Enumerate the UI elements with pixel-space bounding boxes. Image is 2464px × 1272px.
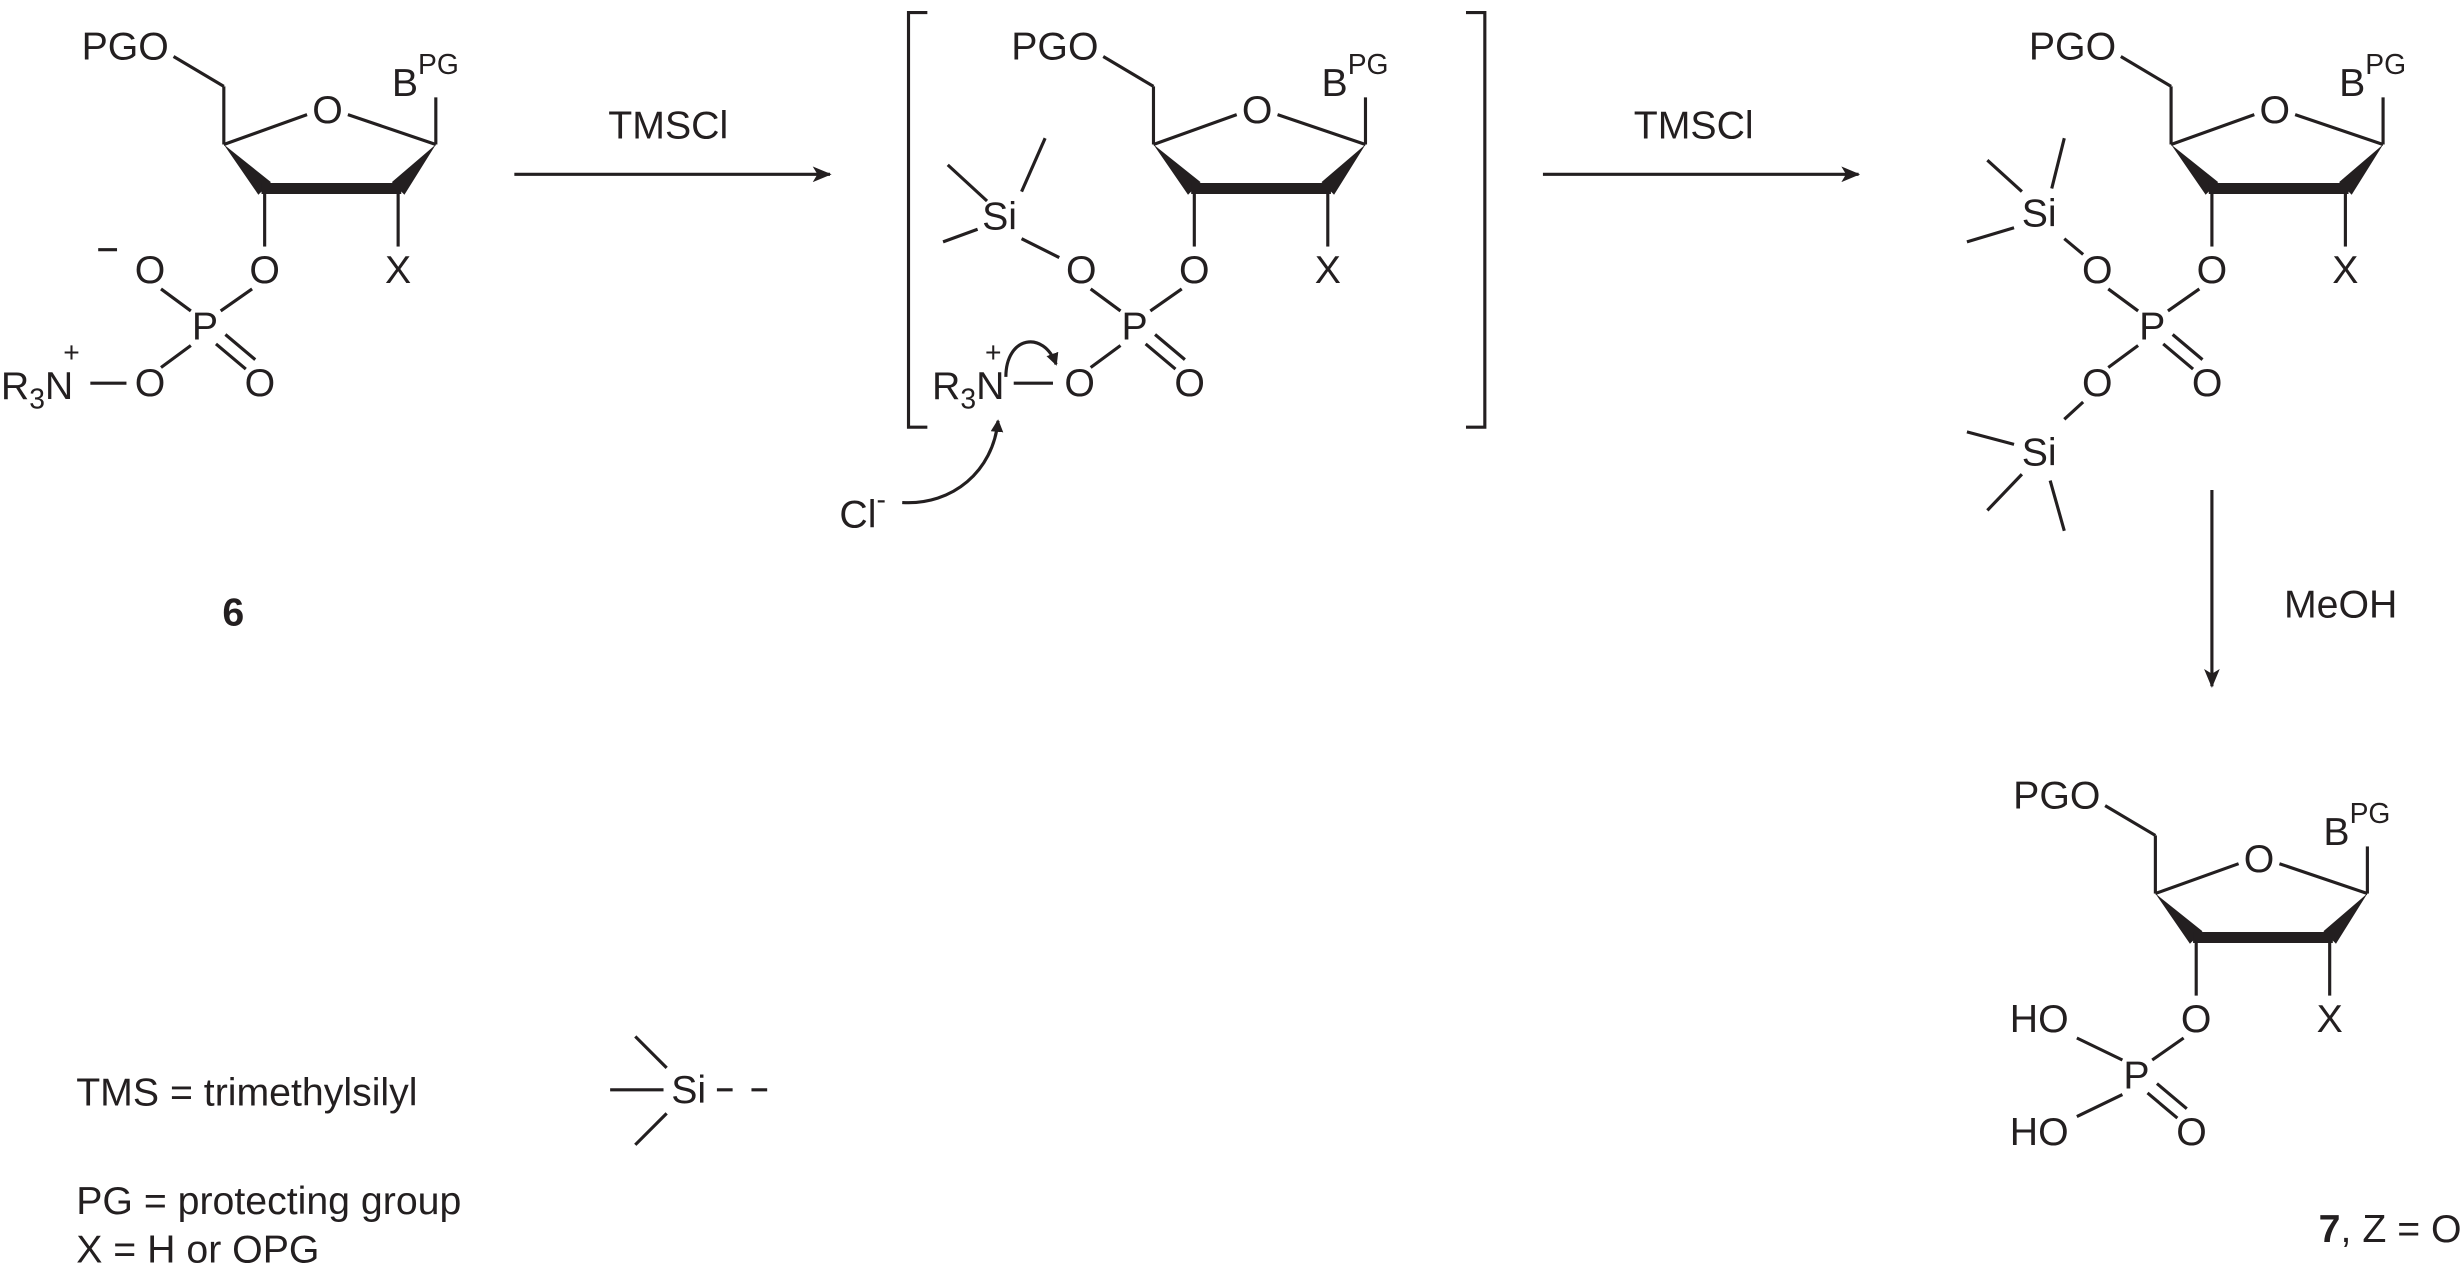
o-double-label: O bbox=[1174, 361, 1205, 405]
o3-label: O bbox=[1179, 248, 1210, 292]
o3-label: O bbox=[2181, 997, 2212, 1041]
o3-label: O bbox=[2197, 248, 2228, 292]
legend-x: X = H or OPG bbox=[76, 1228, 319, 1272]
compound-6: PGO O BPG O X P O O O R3N + 6 bbox=[1, 25, 459, 635]
phosphorus-label: P bbox=[192, 305, 218, 349]
compound-7-label: 7, Z = OH bbox=[2319, 1207, 2464, 1251]
o-minus-label: O bbox=[135, 248, 166, 292]
base-label: BPG bbox=[2323, 797, 2390, 854]
ammonium-label: R3N bbox=[932, 364, 1004, 414]
pgo-label: PGO bbox=[82, 25, 169, 69]
ring-oxygen: O bbox=[2259, 88, 2290, 132]
phosphorus-label: P bbox=[2123, 1054, 2149, 1098]
product-7: PGO O BPG O X P HO HO O 7, Z = OH bbox=[2010, 774, 2464, 1251]
legend-si: Si bbox=[671, 1068, 706, 1112]
plus-charge: + bbox=[63, 336, 80, 368]
phosphorus-label: P bbox=[2139, 305, 2165, 349]
ammonium-label: R3N bbox=[1, 364, 73, 414]
o-si-label: O bbox=[1066, 248, 1097, 292]
phosphorus-label: P bbox=[1122, 305, 1148, 349]
ho-bottom-label: HO bbox=[2010, 1110, 2069, 1154]
legend: TMS = trimethylsilyl Si PG = protecting … bbox=[76, 1035, 768, 1272]
base-label: BPG bbox=[1322, 48, 1389, 105]
left-bracket bbox=[906, 10, 928, 429]
ring-oxygen: O bbox=[312, 88, 343, 132]
reagent-step3: MeOH bbox=[2284, 583, 2397, 627]
x-label: X bbox=[385, 248, 411, 292]
legend-pg: PG = protecting group bbox=[76, 1179, 461, 1223]
right-bracket bbox=[1465, 10, 1487, 429]
base-label: BPG bbox=[2339, 48, 2406, 105]
x-label: X bbox=[2317, 997, 2343, 1041]
x-label: X bbox=[1315, 248, 1341, 292]
pgo-label: PGO bbox=[1011, 25, 1098, 69]
si-label: Si bbox=[982, 195, 1017, 239]
ring-oxygen: O bbox=[1242, 88, 1273, 132]
o-si-bottom-label: O bbox=[2082, 361, 2113, 405]
o-n-label: O bbox=[135, 361, 166, 405]
o-si-top-label: O bbox=[2082, 248, 2113, 292]
o-n-label: O bbox=[1064, 361, 1095, 405]
silyl-ester: PGO O BPG O X P O Si O Si O bbox=[1966, 25, 2406, 532]
x-label: X bbox=[2332, 248, 2358, 292]
ho-top-label: HO bbox=[2010, 997, 2069, 1041]
legend-tms: TMS = trimethylsilyl bbox=[76, 1071, 417, 1115]
o-double-label: O bbox=[245, 361, 276, 405]
o-double-label: O bbox=[2176, 1110, 2207, 1154]
base-label: BPG bbox=[392, 48, 459, 105]
chloride-attack-arrow bbox=[902, 419, 1004, 505]
reagent-step2: TMSCl bbox=[1634, 104, 1754, 148]
intermediate: PGO O BPG O X P O Si O O R3N + Cl- bbox=[839, 25, 1388, 537]
reagent-step1: TMSCl bbox=[608, 104, 728, 148]
chloride-label: Cl- bbox=[839, 483, 886, 537]
ring-oxygen: O bbox=[2244, 837, 2275, 881]
si-bottom-label: Si bbox=[2022, 430, 2057, 474]
plus-charge: + bbox=[985, 336, 1002, 368]
o-double-label: O bbox=[2192, 361, 2223, 405]
o3-label: O bbox=[249, 248, 280, 292]
si-top-label: Si bbox=[2022, 192, 2057, 236]
electron-push-arrow bbox=[1004, 340, 1059, 377]
compound-6-number: 6 bbox=[222, 590, 244, 634]
pgo-label: PGO bbox=[2013, 774, 2100, 818]
pgo-label: PGO bbox=[2029, 25, 2116, 69]
